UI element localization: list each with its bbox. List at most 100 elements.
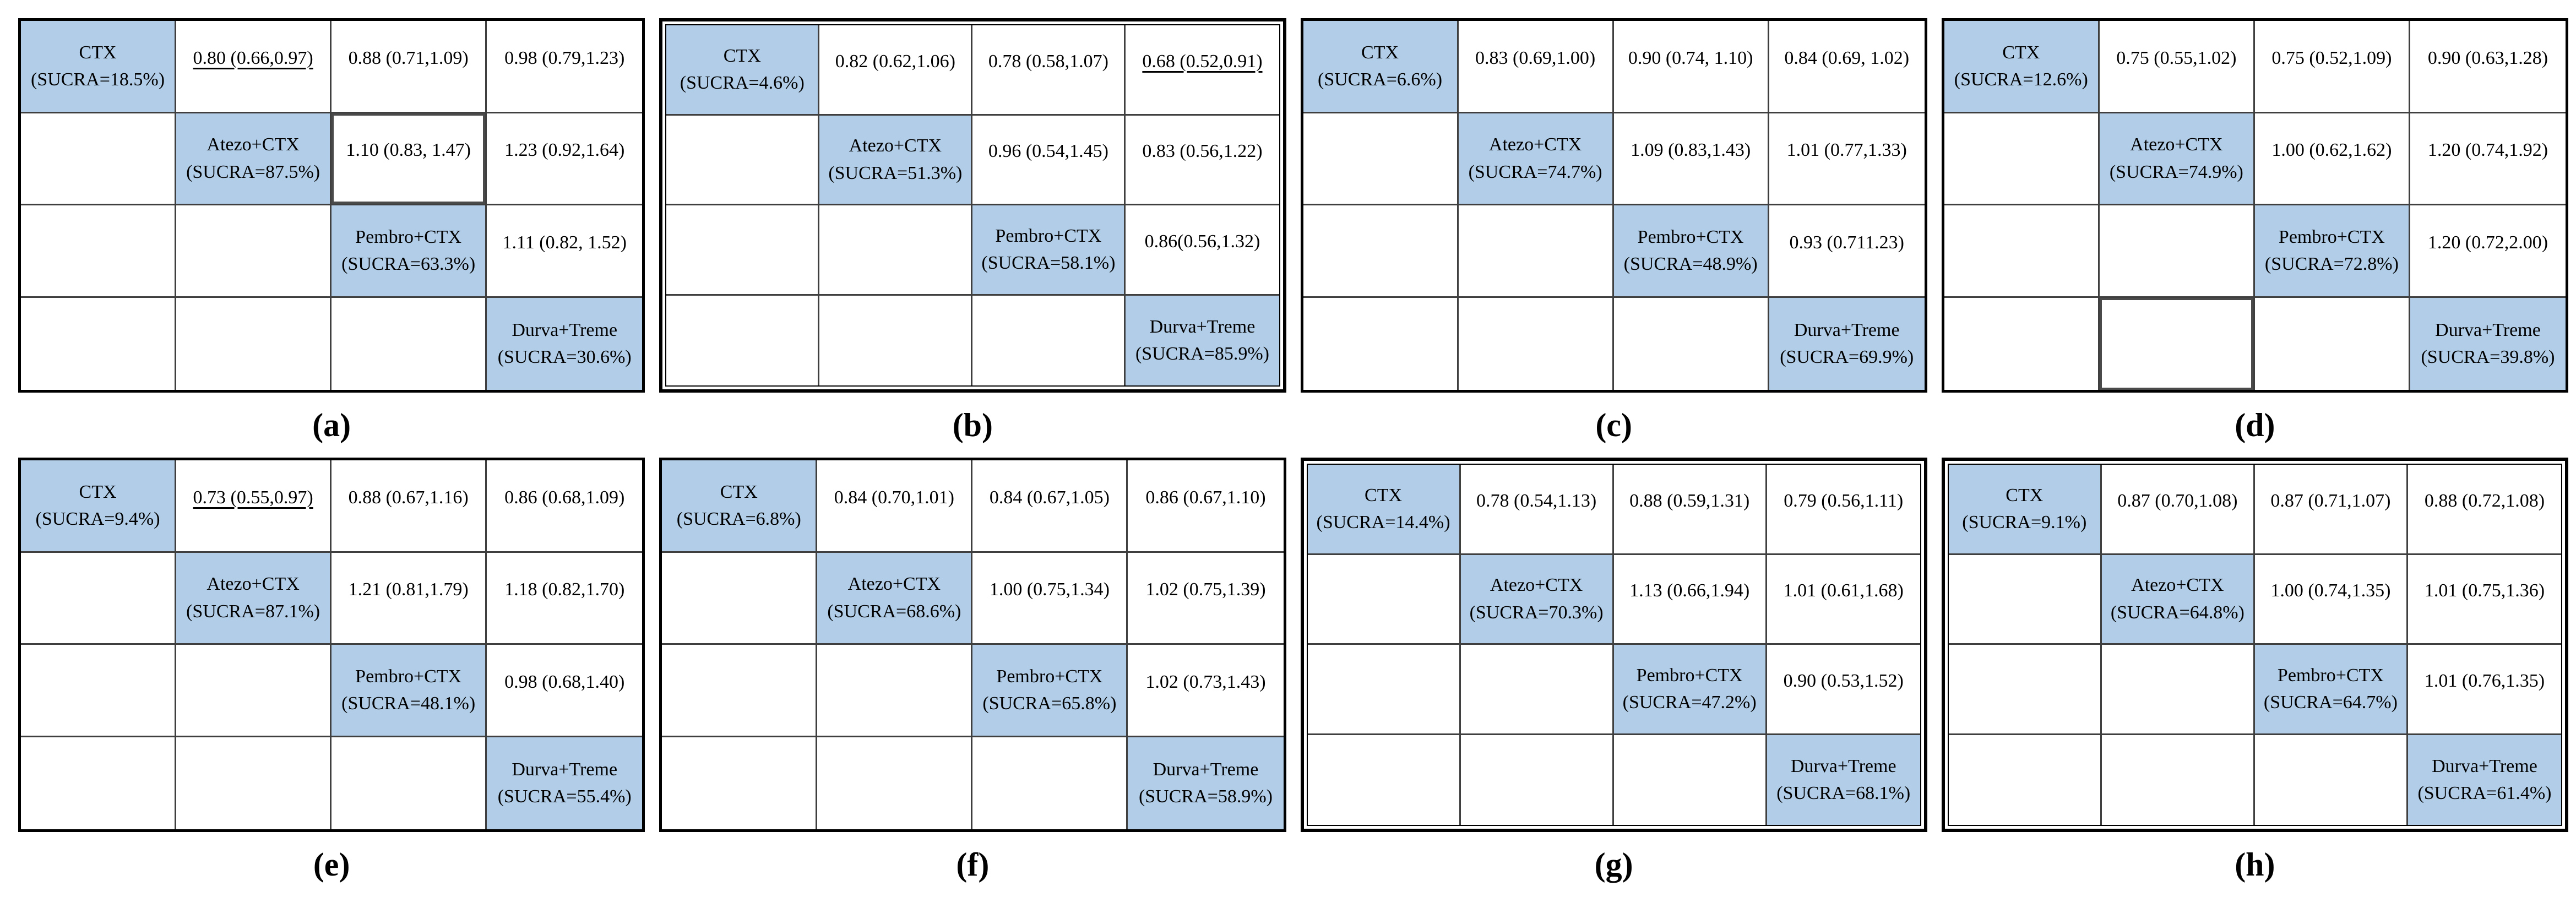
treatment-name: Pembro+CTX bbox=[355, 226, 462, 247]
estimate-cell: 1.01 (0.76,1.35) bbox=[2407, 645, 2561, 735]
treatment-name: Atezo+CTX bbox=[847, 574, 941, 595]
diagonal-treatment-cell: Atezo+CTX(SUCRA=64.8%) bbox=[2101, 554, 2255, 645]
sucra-value: (SUCRA=18.5%) bbox=[31, 69, 165, 90]
treatment-name: Atezo+CTX bbox=[1490, 575, 1583, 596]
estimate-cell: 0.88 (0.59,1.31) bbox=[1613, 465, 1767, 555]
sucra-value: (SUCRA=12.6%) bbox=[1954, 69, 2088, 90]
estimate-cell: 0.84 (0.70,1.01) bbox=[817, 460, 973, 553]
empty-cell bbox=[1307, 645, 1461, 735]
treatment-name: Pembro+CTX bbox=[2277, 665, 2384, 686]
empty-cell bbox=[21, 205, 177, 298]
empty-cell bbox=[1614, 297, 1769, 390]
estimate-cell: 0.98 (0.68,1.40) bbox=[487, 645, 643, 737]
diagonal-treatment-cell: CTX (SUCRA=18.5%) bbox=[21, 21, 177, 113]
estimate-cell: 1.20 (0.74,1.92) bbox=[2410, 113, 2566, 205]
diagonal-treatment-cell: Atezo+CTX(SUCRA=68.6%) bbox=[817, 552, 973, 645]
panel-a: CTX(SUCRA=18.5%) 0.80 (0.66,0.97) 0.88 (… bbox=[18, 18, 645, 458]
estimate-cell: 1.18 (0.82,1.70) bbox=[487, 553, 643, 645]
panel-label: (d) bbox=[2235, 406, 2275, 443]
estimate-cell: 1.11 (0.82, 1.52) bbox=[487, 205, 643, 298]
panel-e: CTX(SUCRA=9.4%) 0.73 (0.55,0.97) 0.88 (0… bbox=[18, 458, 645, 897]
league-table-h: CTX(SUCRA=9.1%) 0.87 (0.70,1.08) 0.87 (0… bbox=[1941, 458, 2568, 832]
diagonal-treatment-cell: Atezo+CTX(SUCRA=87.5%) bbox=[176, 113, 332, 205]
empty-cell bbox=[21, 113, 177, 205]
diagonal-treatment-cell: Durva+Treme(SUCRA=85.9%) bbox=[1126, 295, 1279, 385]
diagonal-treatment-cell: Durva+Treme(SUCRA=39.8%) bbox=[2410, 297, 2566, 390]
treatment-name: Atezo+CTX bbox=[2130, 134, 2223, 155]
estimate-value: 1.21 (0.81,1.79) bbox=[348, 579, 469, 600]
estimate-cell: 0.90 (0.53,1.52) bbox=[1767, 645, 1920, 735]
empty-cell bbox=[1944, 205, 2100, 298]
treatment-name: Durva+Treme bbox=[2432, 755, 2537, 776]
sucra-value: (SUCRA=47.2%) bbox=[1622, 692, 1757, 713]
diagonal-treatment-cell: Pembro+CTX(SUCRA=64.7%) bbox=[2254, 645, 2408, 735]
estimate-value: 0.86(0.56,1.32) bbox=[1144, 231, 1260, 252]
estimate-cell: 0.87 (0.71,1.07) bbox=[2254, 465, 2408, 555]
estimate-cell: 0.86(0.56,1.32) bbox=[1126, 205, 1279, 296]
estimate-cell: 0.90 (0.74, 1.10) bbox=[1613, 21, 1769, 113]
sucra-value: (SUCRA=58.9%) bbox=[1138, 786, 1273, 807]
diagonal-treatment-cell: Durva+Treme(SUCRA=68.1%) bbox=[1767, 735, 1920, 825]
estimate-cell: 0.75 (0.52,1.09) bbox=[2254, 21, 2410, 113]
diagonal-treatment-cell: Durva+Treme(SUCRA=58.9%) bbox=[1128, 737, 1284, 829]
panel-f: CTX (SUCRA=6.8%) 0.84 (0.70,1.01) 0.84 (0… bbox=[659, 458, 1286, 897]
empty-cell bbox=[1459, 297, 1614, 390]
diagonal-treatment-cell: Atezo+CTX(SUCRA=70.3%) bbox=[1460, 554, 1614, 645]
estimate-cell: 0.78 (0.58,1.07) bbox=[972, 25, 1126, 116]
sucra-value: (SUCRA=9.1%) bbox=[1962, 512, 2087, 533]
panel-label: (a) bbox=[312, 406, 351, 443]
diagonal-treatment-cell: Pembro+CTX(SUCRA=47.2%) bbox=[1613, 645, 1767, 735]
panel-label: (f) bbox=[956, 846, 990, 883]
league-table-grid: CTX(SUCRA=6.6%) 0.83 (0.69,1.00) 0.90 (0… bbox=[1303, 21, 1925, 390]
diagonal-treatment-cell: Pembro+CTX(SUCRA=65.8%) bbox=[972, 645, 1128, 737]
league-table-f: CTX (SUCRA=6.8%) 0.84 (0.70,1.01) 0.84 (0… bbox=[659, 458, 1286, 832]
sucra-value: (SUCRA=87.5%) bbox=[186, 161, 320, 182]
empty-cell bbox=[662, 737, 818, 829]
treatment-name: Durva+Treme bbox=[1794, 319, 1900, 340]
diagonal-treatment-cell: CTX(SUCRA=9.1%) bbox=[1948, 465, 2102, 555]
empty-cell bbox=[21, 552, 177, 645]
estimate-cell: 1.21 (0.81,1.79) bbox=[331, 552, 487, 645]
estimate-value: 0.84 (0.67,1.05) bbox=[989, 487, 1110, 508]
estimate-value: 0.84 (0.69, 1.02) bbox=[1784, 47, 1910, 68]
treatment-name: CTX bbox=[1365, 485, 1403, 505]
empty-cell bbox=[1944, 297, 2100, 390]
estimate-cell: 0.84 (0.69, 1.02) bbox=[1769, 21, 1925, 113]
empty-cell bbox=[972, 295, 1126, 385]
league-table-grid: CTX (SUCRA=6.8%) 0.84 (0.70,1.01) 0.84 (0… bbox=[662, 460, 1284, 829]
estimate-value: 1.23 (0.92,1.64) bbox=[504, 140, 625, 161]
estimate-cell: 1.10 (0.83, 1.47) bbox=[331, 113, 487, 205]
league-table-g: CTX(SUCRA=14.4%) 0.78 (0.54,1.13) 0.88 (… bbox=[1300, 458, 1927, 832]
estimate-value: 1.01 (0.61,1.68) bbox=[1783, 580, 1904, 601]
estimate-cell: 1.02 (0.75,1.39) bbox=[1128, 553, 1284, 645]
estimate-value: 0.86 (0.68,1.09) bbox=[504, 487, 625, 508]
sucra-value: (SUCRA=58.1%) bbox=[981, 253, 1116, 274]
league-table-grid: CTX(SUCRA=14.4%) 0.78 (0.54,1.13) 0.88 (… bbox=[1306, 464, 1921, 826]
empty-cell bbox=[1303, 205, 1459, 298]
treatment-name: Pembro+CTX bbox=[996, 666, 1103, 687]
treatment-name: CTX bbox=[79, 42, 117, 63]
panel-label: (c) bbox=[1595, 406, 1632, 443]
empty-cell bbox=[666, 115, 820, 205]
sucra-value: (SUCRA=6.8%) bbox=[676, 509, 801, 530]
empty-cell bbox=[666, 295, 820, 385]
sucra-value: (SUCRA=64.8%) bbox=[2110, 602, 2245, 623]
figure-row-bottom: CTX(SUCRA=9.4%) 0.73 (0.55,0.97) 0.88 (0… bbox=[18, 458, 2568, 897]
estimate-cell: 0.93 (0.711.23) bbox=[1769, 205, 1925, 298]
panel-label: (b) bbox=[952, 406, 993, 443]
empty-cell bbox=[666, 205, 820, 296]
diagonal-treatment-cell: CTX(SUCRA=9.4%) bbox=[21, 460, 177, 553]
empty-cell bbox=[1948, 645, 2102, 735]
empty-cell bbox=[331, 297, 487, 390]
treatment-name: CTX bbox=[720, 481, 758, 502]
estimate-cell: 0.87 (0.70,1.08) bbox=[2101, 465, 2255, 555]
estimate-cell: 0.96 (0.54,1.45) bbox=[972, 115, 1126, 205]
diagonal-treatment-cell: Pembro+CTX(SUCRA=48.9%) bbox=[1613, 205, 1769, 298]
panel-d: CTX(SUCRA=12.6%) 0.75 (0.55,1.02) 0.75 (… bbox=[1941, 18, 2568, 458]
sucra-value: (SUCRA=48.9%) bbox=[1623, 254, 1758, 275]
treatment-name: Durva+Treme bbox=[2435, 319, 2541, 340]
diagonal-treatment-cell: CTX(SUCRA=14.4%) bbox=[1307, 465, 1461, 555]
treatment-name: Atezo+CTX bbox=[1488, 134, 1582, 155]
empty-cell bbox=[2100, 297, 2255, 390]
treatment-name: CTX bbox=[79, 481, 117, 502]
